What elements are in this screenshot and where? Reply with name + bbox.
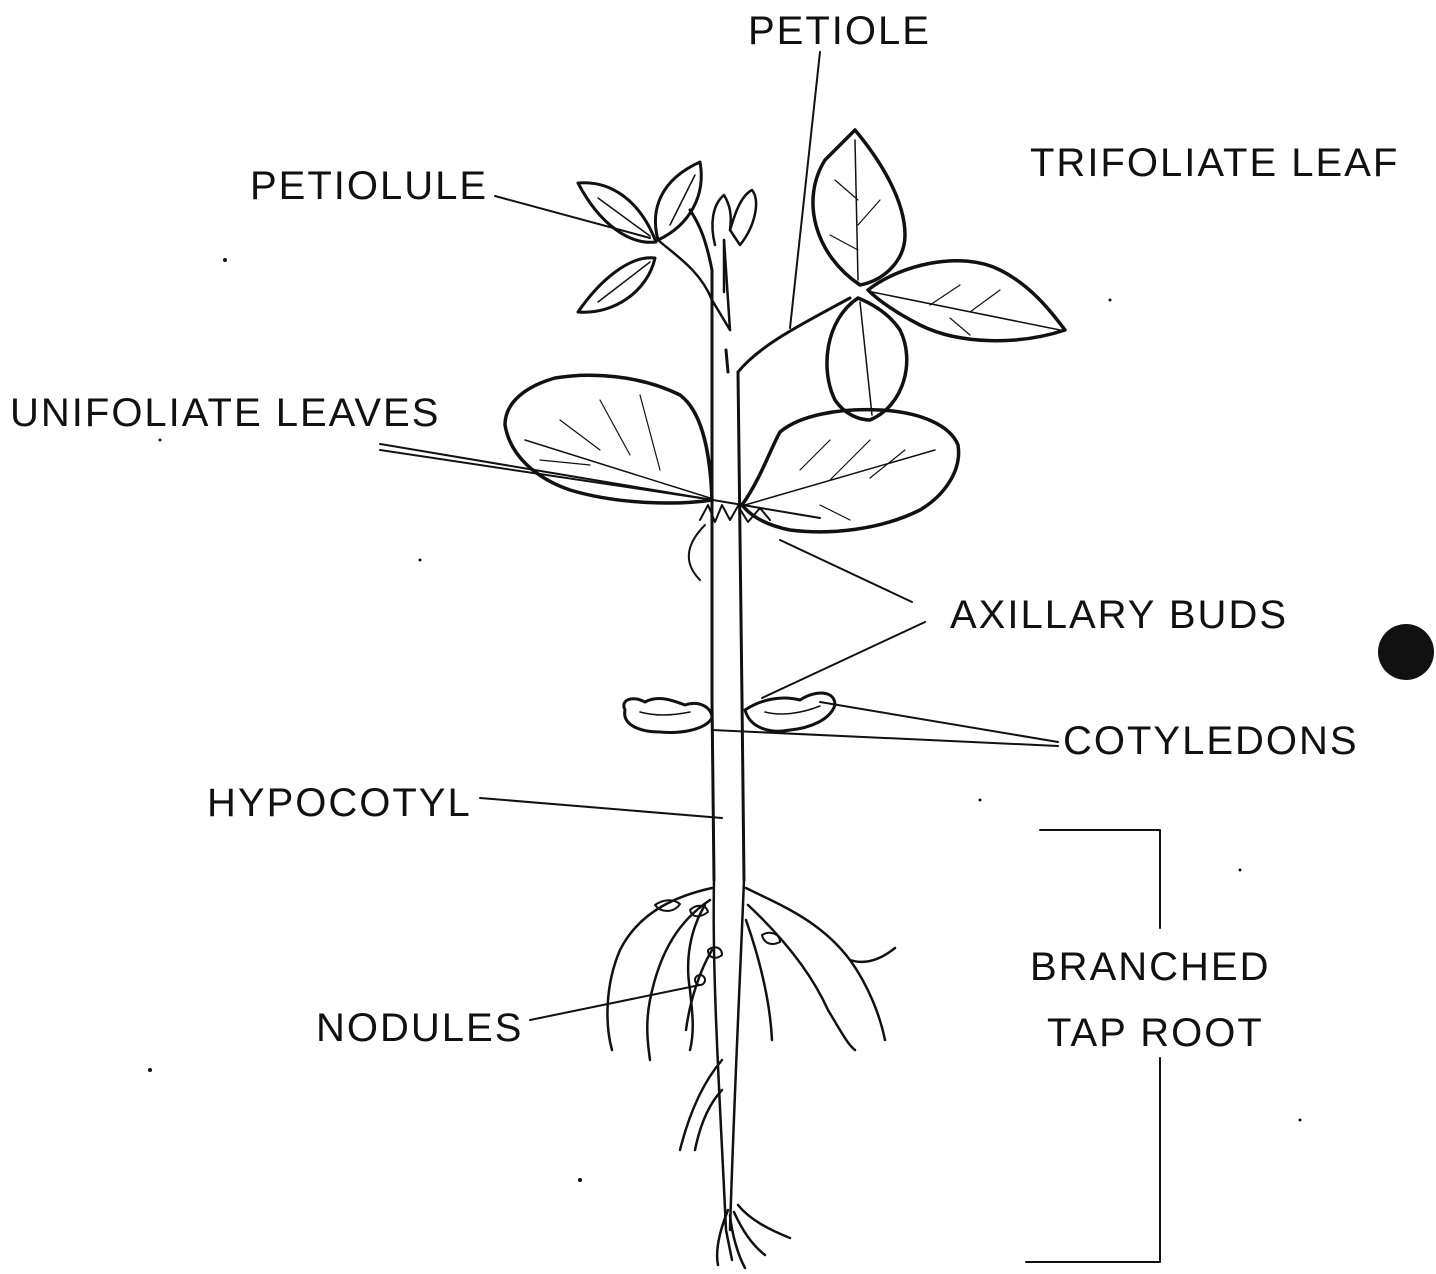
label-petiole: PETIOLE xyxy=(748,8,931,54)
cotyledons xyxy=(624,693,835,732)
leader-lines xyxy=(380,52,1160,1262)
axillary-bud-tufts xyxy=(689,505,770,580)
apical-bud xyxy=(712,190,756,292)
root-system xyxy=(607,880,895,1268)
label-petiolule: PETIOLULE xyxy=(250,163,488,209)
upper-shoot xyxy=(658,240,730,330)
label-cotyledons: COTYLEDONS xyxy=(1063,718,1359,764)
small-trifoliate-leaf xyxy=(578,162,701,312)
label-axillary-buds: AXILLARY BUDS xyxy=(950,592,1288,638)
label-unifoliate-leaves: UNIFOLIATE LEAVES xyxy=(10,390,440,436)
label-hypocotyl: HYPOCOTYL xyxy=(207,780,472,826)
label-nodules: NODULES xyxy=(316,1005,523,1051)
unifoliate-leaf-right xyxy=(742,410,959,532)
label-trifoliate-leaf: TRIFOLIATE LEAF xyxy=(1030,140,1399,186)
label-tap-root: TAP ROOT xyxy=(1047,1010,1264,1056)
label-branched: BRANCHED xyxy=(1030,944,1270,990)
main-stem xyxy=(690,210,850,880)
large-trifoliate-leaf xyxy=(813,130,1065,420)
